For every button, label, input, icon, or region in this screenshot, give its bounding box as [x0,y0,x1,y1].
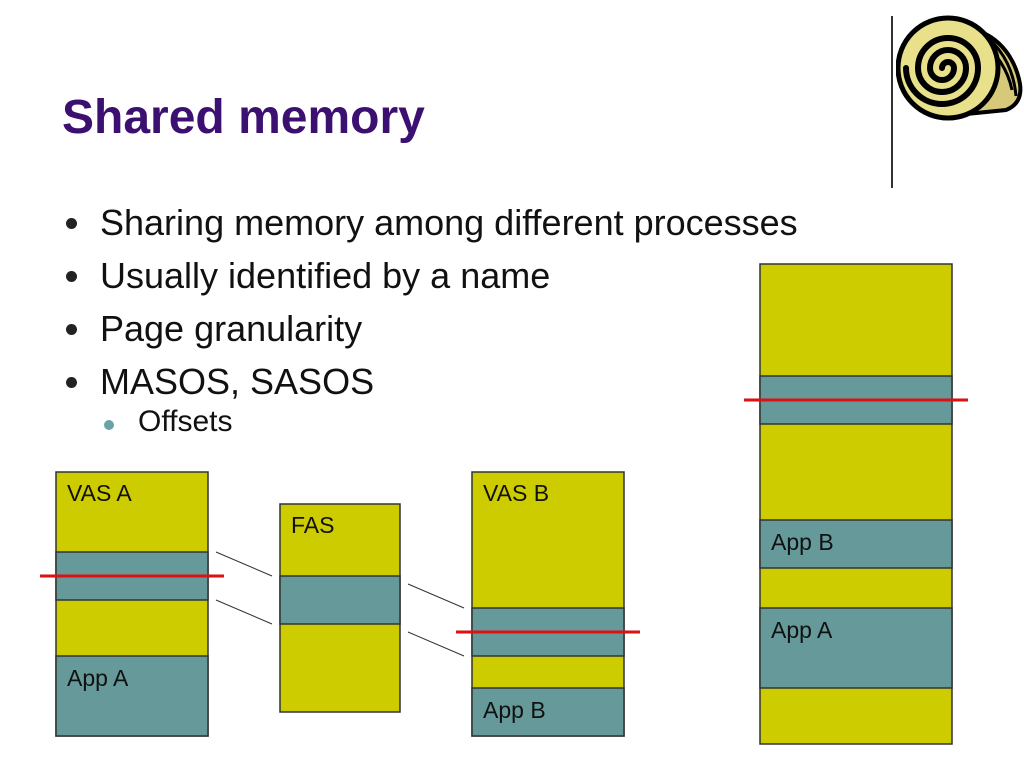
app-a-label: App A [771,617,833,643]
bullet-item: Usually identified by a name [62,249,798,302]
app-a-segment [55,655,209,737]
shared-segment [279,575,401,625]
shared-segment [55,551,209,601]
bullet-item: MASOS, SASOS [62,355,798,408]
shared-segment [471,607,625,657]
bullet-item: Sharing memory among different processes [62,196,798,249]
app-b-label: App B [771,529,834,555]
snail-shell-icon [896,15,1023,121]
slide-title: Shared memory [62,91,425,144]
app-b-segment [759,519,953,569]
vas-a-label: VAS A [67,480,132,506]
app-a-segment [759,607,953,689]
bullet-item: Page granularity [62,302,798,355]
app-b-label: App B [483,697,546,723]
bullet-list: Sharing memory among different processes… [62,196,798,408]
sub-bullet-item: Offsets [100,405,232,439]
mapping-lines [215,551,465,657]
fas-label: FAS [291,512,334,538]
fas-block: FAS [279,503,401,713]
app-a-label: App A [67,665,129,691]
vas-b-label: VAS B [483,480,549,506]
vas-b-block: VAS B App B [471,471,625,737]
vas-a-block: VAS A App A [55,471,209,737]
app-b-segment [471,687,625,737]
divider-line [891,16,893,188]
